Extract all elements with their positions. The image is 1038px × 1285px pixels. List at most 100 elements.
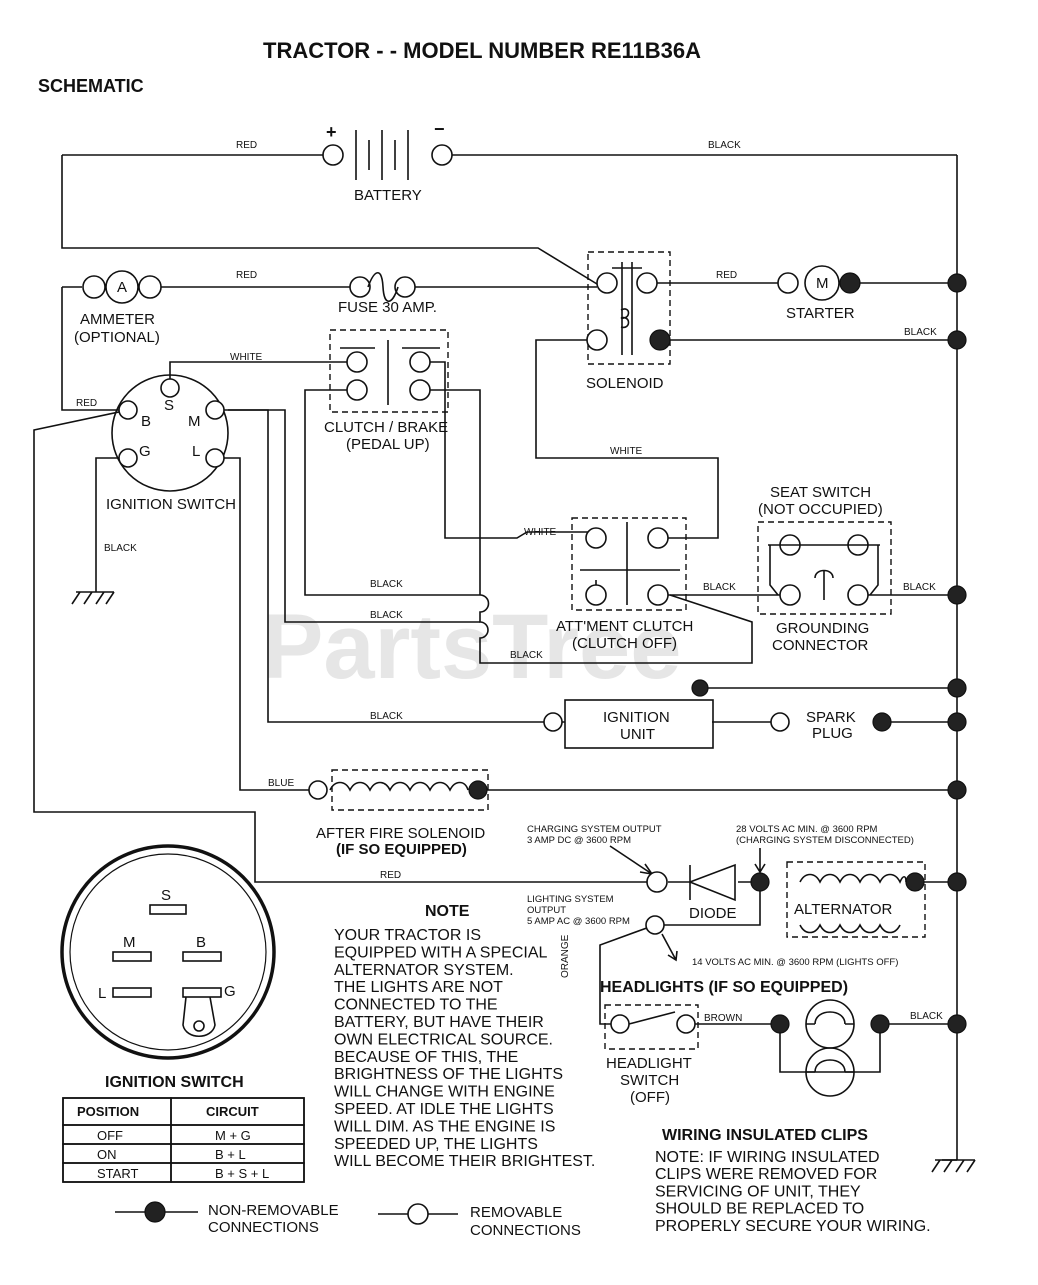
note-line: BATTERY, BUT HAVE THEIR — [334, 1014, 544, 1031]
wire-label-black: BLACK — [708, 140, 741, 151]
legend-removable: REMOVABLE — [470, 1204, 562, 1221]
legend-nonremovable: NON-REMOVABLE — [208, 1202, 339, 1219]
lighting-spec-line-2: OUTPUT — [527, 905, 566, 916]
table-cell-position: OFF — [97, 1128, 123, 1143]
wire-label-white: WHITE — [524, 527, 557, 538]
headlights-label: HEADLIGHTS (IF SO EQUIPPED) — [600, 979, 848, 996]
ignition-unit: IGNITION UNIT — [543, 699, 714, 749]
wire-network — [33, 154, 958, 1161]
att-clutch-state: (CLUTCH OFF) — [572, 635, 677, 652]
lighting-spec-line-1: LIGHTING SYSTEM — [527, 894, 614, 905]
charging-spec: CHARGING SYSTEM OUTPUT 3 AMP DC @ 3600 R… — [527, 824, 662, 876]
legend-removable-2: CONNECTIONS — [470, 1222, 581, 1239]
wire-label-black: BLACK — [370, 579, 403, 590]
wire-label-red: RED — [76, 398, 97, 409]
wire-label-red: RED — [236, 140, 257, 151]
wire-label-brown: BROWN — [704, 1013, 742, 1024]
ignition-unit-label: IGNITION — [603, 709, 670, 726]
grounding-label-2: CONNECTOR — [772, 637, 869, 654]
terminal-l: L — [192, 443, 200, 460]
solenoid: SOLENOID — [586, 251, 671, 392]
note-line: SPEEDED UP, THE LIGHTS — [334, 1136, 538, 1153]
note-line: BRIGHTNESS OF THE LIGHTS — [334, 1066, 563, 1083]
note-line: YOUR TRACTOR IS — [334, 927, 481, 944]
ground-icon — [71, 591, 115, 605]
note-heading: NOTE — [425, 903, 470, 920]
wire-label-black: BLACK — [904, 327, 937, 338]
clips-line: SERVICING OF UNIT, THEY — [655, 1183, 861, 1200]
ammeter-optional: (OPTIONAL) — [74, 329, 160, 346]
after-fire-label: AFTER FIRE SOLENOID — [316, 825, 485, 842]
detail-terminal-s: S — [161, 887, 171, 904]
seat-switch: SEAT SWITCH (NOT OCCUPIED) GROUNDING CON… — [757, 484, 892, 654]
table-cell-position: START — [97, 1166, 138, 1181]
clutch-brake-switch: CLUTCH / BRAKE (PEDAL UP) — [324, 329, 449, 453]
note-line: THE LIGHTS ARE NOT — [334, 979, 503, 996]
ignition-unit-label-2: UNIT — [620, 726, 655, 743]
starter: M STARTER — [777, 265, 861, 322]
alternator-label: ALTERNATOR — [794, 901, 893, 918]
note-line: WILL DIM. AS THE ENGINE IS — [334, 1118, 555, 1135]
table-header: POSITION — [77, 1104, 139, 1119]
note-line: CONNECTED TO THE — [334, 997, 498, 1014]
detail-terminal-g: G — [224, 983, 236, 1000]
battery-label: BATTERY — [354, 187, 422, 204]
ignition-switch: S B M G L IGNITION SWITCH — [106, 374, 236, 513]
clips-line: CLIPS WERE REMOVED FOR — [655, 1166, 877, 1183]
solenoid-label: SOLENOID — [586, 375, 664, 392]
page-title: TRACTOR - - MODEL NUMBER RE11B36A — [263, 38, 701, 63]
note-line: BECAUSE OF THIS, THE — [334, 1049, 518, 1066]
charging-spec-line-1: CHARGING SYSTEM OUTPUT — [527, 824, 662, 835]
ignition-switch-detail: S M B L G IGNITION SWITCH — [60, 844, 276, 1091]
spark-label-2: PLUG — [812, 725, 853, 742]
wire-label-black: BLACK — [703, 582, 736, 593]
table-cell — [170, 1162, 305, 1183]
terminal-s: S — [164, 397, 174, 414]
note-line: EQUIPPED WITH A SPECIAL — [334, 944, 547, 961]
table-header: CIRCUIT — [206, 1104, 259, 1119]
table-cell-circuit: B + S + L — [215, 1166, 269, 1181]
ground-icon — [931, 1159, 976, 1173]
note-line: WILL BECOME THEIR BRIGHTEST. — [334, 1153, 595, 1170]
wire-label-red: RED — [380, 870, 401, 881]
after-fire-optional: (IF SO EQUIPPED) — [336, 841, 467, 858]
wire-label-black: BLACK — [370, 610, 403, 621]
wire-label-black: BLACK — [104, 543, 137, 554]
starter-label: STARTER — [786, 305, 855, 322]
wire-label-black: BLACK — [910, 1011, 943, 1022]
charging-spec-line-2: 3 AMP DC @ 3600 RPM — [527, 835, 631, 846]
terminal-m: M — [188, 413, 201, 430]
headlight-switch-state: (OFF) — [630, 1089, 670, 1106]
watermark: PartsTree — [262, 596, 681, 698]
fuse: FUSE 30 AMP. — [338, 271, 437, 316]
seat-switch-label: SEAT SWITCH — [770, 484, 871, 501]
wire-label-red: RED — [236, 270, 257, 281]
battery-negative: − — [434, 119, 445, 139]
clutch-brake-label: CLUTCH / BRAKE — [324, 419, 448, 436]
lighting-spec-line-3: 5 AMP AC @ 3600 RPM — [527, 916, 630, 927]
attachment-clutch-switch: ATT'MENT CLUTCH (CLUTCH OFF) — [556, 517, 693, 652]
clips-line: SHOULD BE REPLACED TO — [655, 1201, 864, 1218]
seat-switch-state: (NOT OCCUPIED) — [758, 501, 883, 518]
ignition-table-title: IGNITION SWITCH — [105, 1074, 244, 1091]
headlight-switch-label: HEADLIGHT — [606, 1055, 692, 1072]
headlamps — [770, 999, 890, 1097]
wire-label-blue: BLUE — [268, 778, 294, 789]
page-subtitle: SCHEMATIC — [38, 76, 144, 96]
spark-plug: SPARK PLUG — [770, 709, 892, 742]
wire-label-white: WHITE — [610, 446, 643, 457]
wire-label-orange: ORANGE — [560, 934, 571, 978]
table-cell-position: ON — [97, 1147, 117, 1162]
wire-label-red: RED — [716, 270, 737, 281]
spark-label: SPARK — [806, 709, 856, 726]
battery-positive: + — [326, 122, 337, 142]
starter-symbol: M — [816, 275, 829, 292]
detail-terminal-m: M — [123, 934, 136, 951]
table-cell — [62, 1143, 172, 1164]
headlight-switch: HEADLIGHT SWITCH (OFF) — [604, 1004, 699, 1106]
legend-nonremovable-2: CONNECTIONS — [208, 1219, 319, 1236]
clutch-brake-state: (PEDAL UP) — [346, 436, 430, 453]
att-clutch-label: ATT'MENT CLUTCH — [556, 618, 693, 635]
clips-line: PROPERLY SECURE YOUR WIRING. — [655, 1218, 931, 1235]
